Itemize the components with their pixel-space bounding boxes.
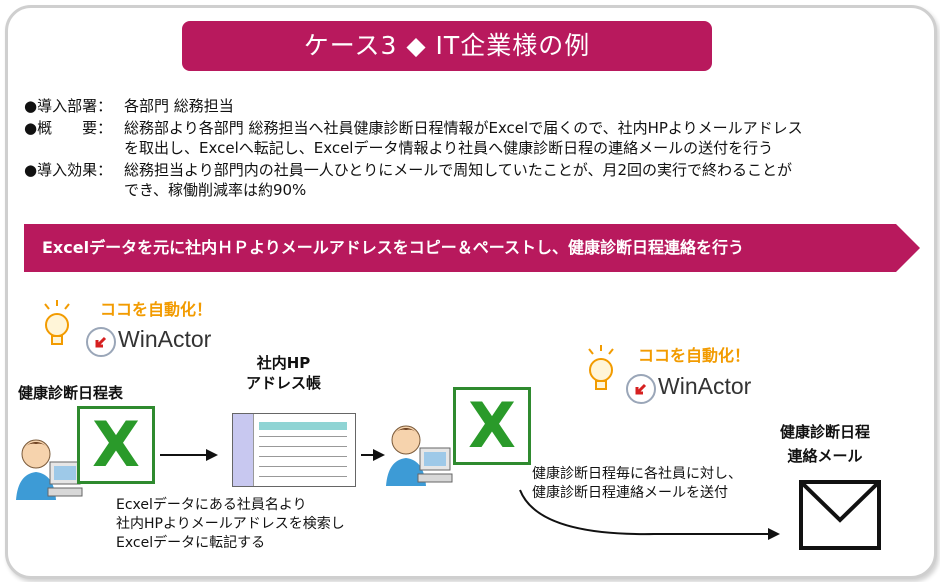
arrow-right-icon xyxy=(160,449,218,461)
address-book-document xyxy=(232,413,356,487)
office-worker-icon xyxy=(386,425,453,486)
arrow-right-icon xyxy=(361,449,385,461)
excel-icon: X xyxy=(77,406,155,484)
info-text: を取出し、Excelへ転記し、Excelデータ情報より社員へ健康診断日程の連絡メ… xyxy=(124,139,774,157)
banner-text: Excelデータを元に社内ＨＰよりメールアドレスをコピー＆ペーストし、健康診断日… xyxy=(42,238,744,257)
banner-arrow-shape xyxy=(24,224,920,272)
winactor-wordmark: WinActor xyxy=(118,326,212,352)
mail-envelope-icon xyxy=(799,480,881,550)
winactor-wordmark: WinActor xyxy=(658,373,752,399)
lightbulb-icon xyxy=(588,345,614,390)
curved-arrow-icon xyxy=(519,489,780,540)
page-title: ケース3 ◆ IT企業様の例 xyxy=(182,21,712,71)
process-banner: Excelデータを元に社内ＨＰよりメールアドレスをコピー＆ペーストし、健康診断日… xyxy=(24,224,920,272)
mail-label: 健康診断日程 連絡メール xyxy=(780,423,871,465)
slide-frame xyxy=(5,5,937,579)
office-worker-icon xyxy=(16,439,83,500)
automate-label: ココを自動化！ xyxy=(638,346,751,365)
sheet-label: 健康診断日程表 xyxy=(18,384,124,402)
info-label: ●概 要： xyxy=(24,119,113,137)
automate-label: ココを自動化！ xyxy=(100,300,213,319)
info-text: 総務担当より部門内の社員一人ひとりにメールで周知していたことが、月2回の実行で終… xyxy=(124,161,793,179)
info-text: 各部門 総務担当 xyxy=(124,97,234,115)
info-text: でき、稼働削減率は約90% xyxy=(124,181,307,199)
info-label: ●導入効果： xyxy=(24,161,113,179)
step2-note: 健康診断日程毎に各社員に対し、 健康診断日程連絡メールを送付 xyxy=(532,466,742,501)
address-book-label: 社内HP アドレス帳 xyxy=(246,354,322,392)
excel-icon: X xyxy=(453,387,531,465)
step1-note: Ecxelデータにある社員名より 社内HPよりメールアドレスを検索し Excel… xyxy=(116,497,345,551)
winactor-logo-icon xyxy=(86,327,116,357)
winactor-logo-icon xyxy=(626,374,656,404)
lightbulb-icon xyxy=(44,300,70,345)
info-label: ●導入部署： xyxy=(24,97,113,115)
info-text: 総務部より各部門 総務担当へ社員健康診断日程情報がExcelで届くので、社内HP… xyxy=(124,119,803,137)
